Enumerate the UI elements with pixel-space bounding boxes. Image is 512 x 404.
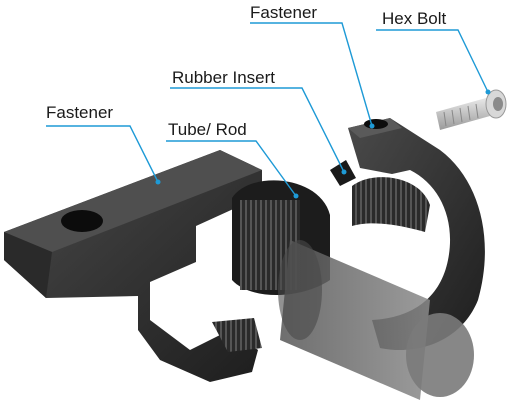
leader-dot — [369, 123, 375, 129]
leader-dot — [341, 169, 347, 175]
leader-lines — [46, 22, 489, 197]
leader-dot — [155, 179, 161, 185]
left-fastener-part — [4, 150, 262, 382]
leader-line-hex-bolt — [376, 29, 489, 93]
label-hex-bolt: Hex Bolt — [382, 9, 447, 28]
leader-line-fastener-top — [250, 22, 373, 127]
label-fastener-left: Fastener — [46, 103, 114, 122]
label-fastener-top: Fastener — [250, 3, 318, 22]
leader-dot — [293, 193, 299, 199]
mounting-hole — [61, 210, 103, 232]
label-rubber-insert: Rubber Insert — [172, 68, 275, 87]
leader-line-fastener-left — [46, 125, 159, 183]
tube-rod-part — [278, 240, 474, 400]
hex-bolt-part — [436, 89, 507, 130]
leader-dots — [155, 89, 491, 199]
leader-line-tube-rod — [166, 140, 297, 197]
label-tube-rod: Tube/ Rod — [168, 120, 247, 139]
leader-line-rubber-insert — [170, 87, 345, 173]
leader-dot — [485, 89, 491, 95]
